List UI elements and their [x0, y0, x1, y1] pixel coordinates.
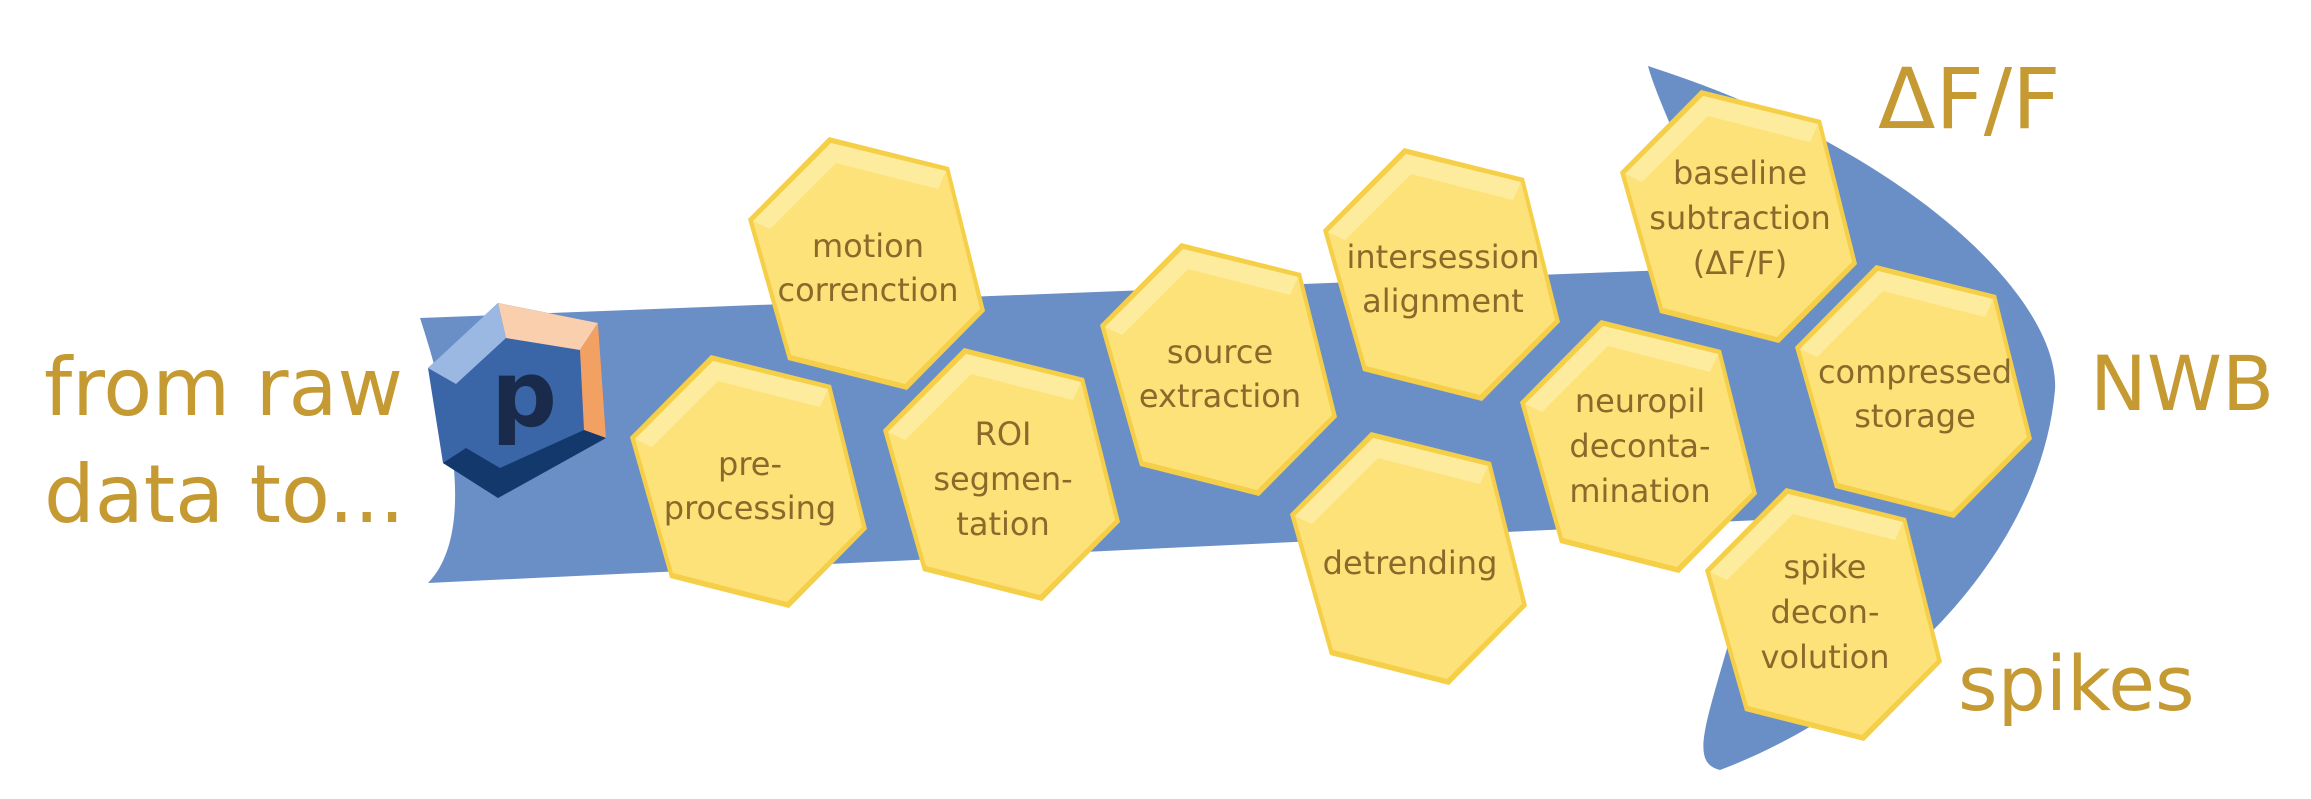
step-pre-processing: pre- processing: [630, 355, 867, 608]
step-label-line: ROI: [975, 415, 1032, 453]
step-label-line: processing: [664, 489, 836, 527]
step-label-line: segmen-: [933, 460, 1072, 498]
step-detrending: detrending: [1290, 432, 1527, 685]
step-motion-correction: motion correnction: [748, 137, 985, 390]
step-label-line: compressed: [1818, 353, 2012, 391]
logo-letter: p: [491, 341, 557, 448]
logo-hexagon-icon: p: [428, 303, 606, 498]
step-compressed-storage: compressed storage: [1795, 265, 2032, 518]
step-label-line: deconta-: [1569, 427, 1710, 465]
step-label-line: extraction: [1139, 377, 1301, 415]
step-label-line: decon-: [1771, 593, 1880, 631]
step-label-line: source: [1167, 333, 1273, 371]
step-intersession-alignment: intersession alignment: [1323, 148, 1560, 401]
step-label-line: tation: [956, 505, 1049, 543]
step-source-extraction: source extraction: [1100, 243, 1337, 496]
step-neuropil-decontamination: neuropil deconta- mination: [1520, 320, 1757, 573]
step-label-line: motion: [812, 227, 924, 265]
output-dff-label: ΔF/F: [1878, 50, 2060, 148]
step-label-line: volution: [1761, 638, 1890, 676]
output-nwb-label: NWB: [2090, 339, 2274, 428]
step-baseline-subtraction: baseline subtraction (ΔF/F): [1620, 90, 1857, 343]
step-label-line: neuropil: [1575, 382, 1705, 420]
step-label-line: spike: [1784, 548, 1867, 586]
intro-line-2: data to...: [44, 448, 405, 541]
step-roi-segmentation: ROI segmen- tation: [883, 348, 1120, 601]
step-label-line: pre-: [718, 445, 782, 483]
step-label-line: correnction: [777, 271, 958, 309]
step-label-line: storage: [1854, 397, 1976, 435]
step-label-line: (ΔF/F): [1693, 244, 1787, 282]
step-label-line: mination: [1569, 472, 1710, 510]
step-label-line: detrending: [1323, 544, 1498, 582]
output-spikes-label: spikes: [1958, 639, 2195, 728]
step-label-line: intersession: [1346, 238, 1539, 276]
step-label-line: subtraction: [1649, 199, 1830, 237]
step-spike-deconvolution: spike decon- volution: [1705, 488, 1942, 741]
step-label-line: baseline: [1673, 154, 1807, 192]
step-label-line: alignment: [1362, 282, 1524, 320]
intro-line-1: from raw: [44, 341, 403, 434]
